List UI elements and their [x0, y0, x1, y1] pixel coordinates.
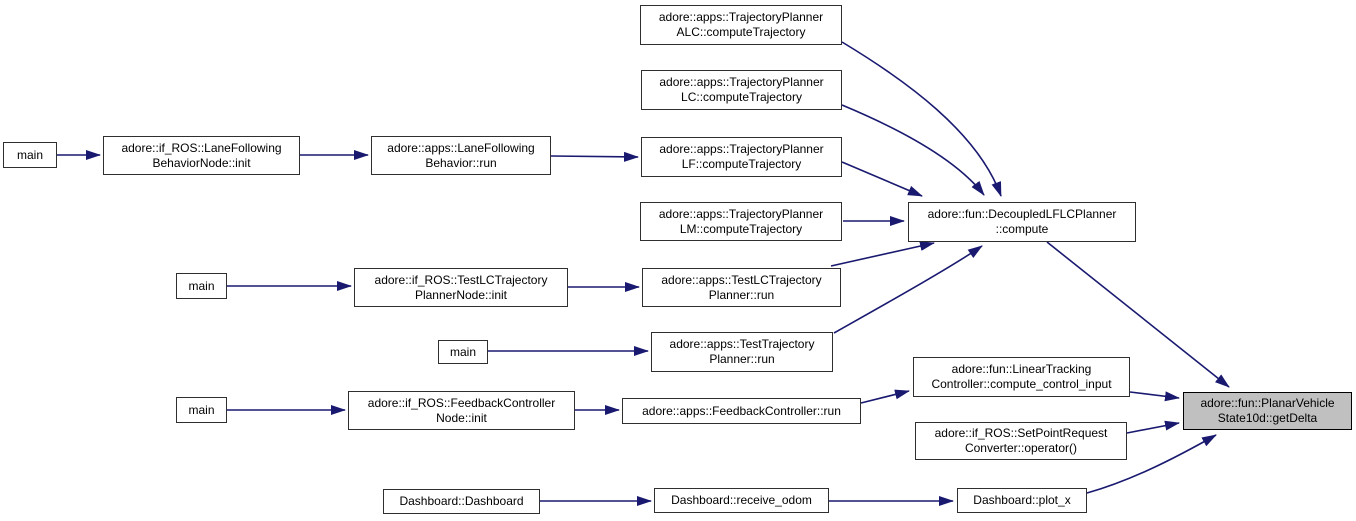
node-feedback-controller-run[interactable]: adore::apps::FeedbackController::run	[622, 398, 861, 424]
node-linear-tracking-controller-compute-control-input[interactable]: adore::fun::LinearTracking Controller::c…	[913, 357, 1130, 397]
node-decoupled-lflc-planner-compute[interactable]: adore::fun::DecoupledLFLCPlanner ::compu…	[908, 202, 1136, 242]
edge-testtrajectory-run-to-compute	[833, 245, 983, 334]
node-planar-vehicle-state10d-get-delta: adore::fun::PlanarVehicle State10d::getD…	[1183, 392, 1352, 430]
node-main-2[interactable]: main	[176, 273, 227, 299]
edge-testlc-run-to-compute	[830, 241, 935, 267]
edge-alc-compute-trajectory-to-compute	[841, 41, 1002, 197]
node-trajectory-planner-lc-compute-trajectory[interactable]: adore::apps::TrajectoryPlanner LC::compu…	[641, 70, 842, 110]
node-test-trajectory-planner-run[interactable]: adore::apps::TestTrajectory Planner::run	[651, 332, 833, 372]
node-lane-following-behavior-node-init[interactable]: adore::if_ROS::LaneFollowing BehaviorNod…	[103, 136, 300, 175]
node-feedback-controller-node-init[interactable]: adore::if_ROS::FeedbackController Node::…	[348, 391, 575, 430]
edge-feedback-run-to-linear-tracking	[860, 389, 910, 404]
node-main-4[interactable]: main	[176, 397, 227, 423]
edge-plot-x-to-getdelta	[1086, 434, 1217, 494]
node-main-1[interactable]: main	[3, 142, 57, 168]
node-dashboard-plot-x[interactable]: Dashboard::plot_x	[957, 488, 1087, 513]
edge-compute-to-getdelta	[1046, 241, 1230, 388]
edge-lf-compute-trajectory-to-compute	[841, 161, 923, 197]
node-main-3[interactable]: main	[438, 340, 488, 364]
node-test-lc-trajectory-planner-run[interactable]: adore::apps::TestLCTrajectory Planner::r…	[642, 268, 841, 307]
node-dashboard-receive-odom[interactable]: Dashboard::receive_odom	[654, 488, 829, 513]
edge-linear-tracking-to-getdelta	[1129, 391, 1180, 402]
node-trajectory-planner-lm-compute-trajectory[interactable]: adore::apps::TrajectoryPlanner LM::compu…	[640, 202, 842, 241]
node-lane-following-behavior-run[interactable]: adore::apps::LaneFollowing Behavior::run	[371, 136, 551, 175]
node-dashboard-dashboard[interactable]: Dashboard::Dashboard	[383, 489, 540, 514]
edge-lc-compute-trajectory-to-compute	[841, 104, 985, 196]
edge-lanefollowing-run-to-lf-compute-trajectory	[550, 151, 639, 162]
node-trajectory-planner-lf-compute-trajectory[interactable]: adore::apps::TrajectoryPlanner LF::compu…	[641, 137, 842, 177]
node-test-lc-trajectory-planner-node-init[interactable]: adore::if_ROS::TestLCTrajectory PlannerN…	[354, 268, 568, 307]
node-set-point-request-converter-operator[interactable]: adore::if_ROS::SetPointRequest Converter…	[915, 422, 1127, 460]
edge-setpoint-converter-to-getdelta	[1126, 420, 1180, 434]
node-trajectory-planner-alc-compute-trajectory[interactable]: adore::apps::TrajectoryPlanner ALC::comp…	[640, 5, 842, 45]
